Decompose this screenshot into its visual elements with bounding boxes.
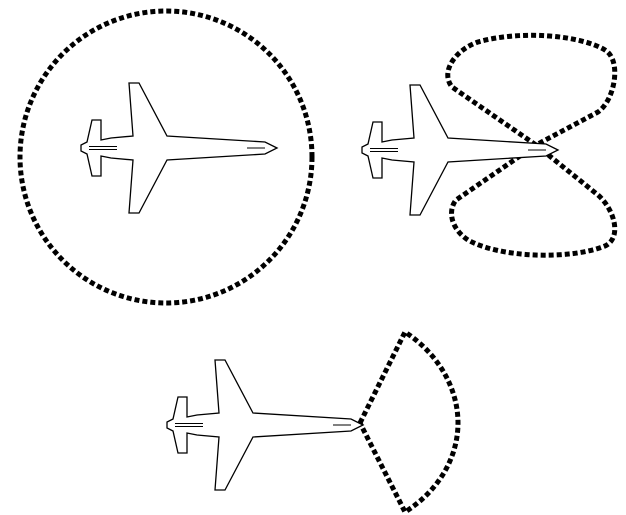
panel-forward-sector [167, 332, 458, 512]
aircraft [167, 360, 363, 490]
panel-two-lobe [362, 35, 615, 255]
panel-omnidirectional [20, 11, 312, 303]
pattern-sector [360, 332, 458, 512]
aircraft [81, 83, 277, 213]
